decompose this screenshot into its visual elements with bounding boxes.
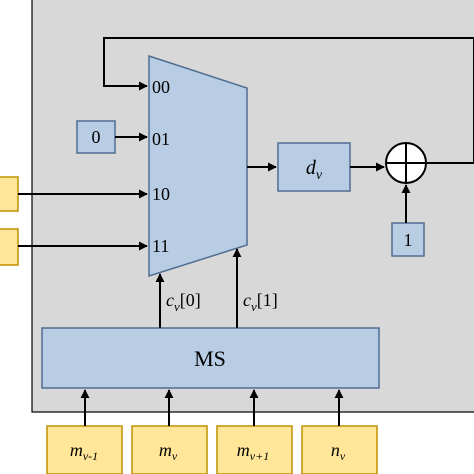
register-label: dv: [306, 157, 323, 183]
select-signal-label-0: cv[0]: [166, 290, 201, 314]
ms-label: MS: [194, 346, 226, 371]
input-box-m-v-plus-1: [216, 425, 293, 474]
mux-input-label-10: 10: [152, 184, 170, 204]
select-signal-label-1: cv[1]: [243, 290, 278, 314]
constant-one-box: [391, 222, 425, 257]
mux-input-label-01: 01: [152, 129, 170, 149]
wire-feedback-loop: [103, 37, 474, 164]
constant-zero-box: [76, 120, 116, 154]
register-dv: [277, 142, 351, 192]
mux-input-label-11: 11: [152, 236, 169, 256]
input-label-m-v-minus-1: mv-1: [70, 440, 98, 463]
input-label-n-v: nv: [331, 440, 346, 463]
input-label-m-v-plus-1: mv+1: [237, 440, 269, 463]
ms-block: [41, 327, 380, 389]
plus-circle-icon: [385, 142, 427, 184]
left-input-box-1: [0, 176, 19, 212]
input-label-m-v: mv: [159, 440, 178, 463]
left-input-box-2: [0, 228, 19, 266]
mux-input-label-00: 00: [152, 77, 170, 97]
constant-one-label: 1: [404, 230, 413, 250]
constant-zero-label: 0: [92, 127, 101, 147]
input-box-n-v: [301, 425, 378, 474]
multiplexer: [148, 54, 248, 278]
input-box-m-v: [131, 425, 208, 474]
